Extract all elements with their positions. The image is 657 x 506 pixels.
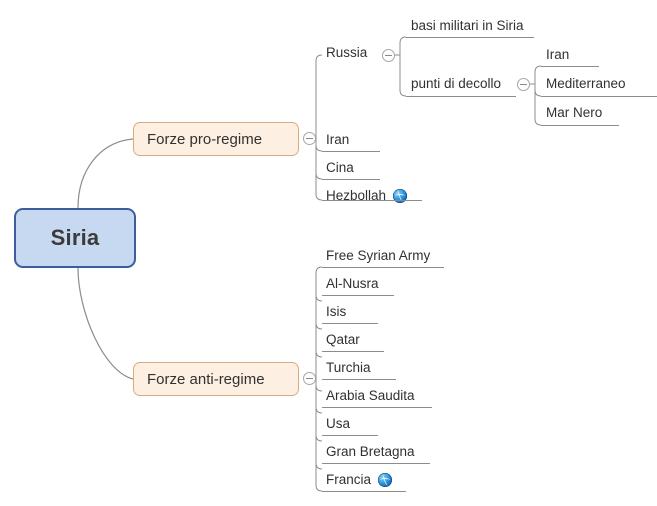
topic-underline [541,125,619,126]
topic-free-syrian-army[interactable]: Free Syrian Army [326,248,430,267]
topic-label: basi militari in Siria [411,18,524,33]
globe-icon[interactable] [393,188,408,203]
topic-label: Free Syrian Army [326,248,431,263]
topic-underline [322,323,378,324]
collapse-minus-icon-anti-regime[interactable] [303,372,316,385]
topic-hezbollah[interactable]: Hezbollah [326,188,408,207]
topic-russia[interactable]: Russia [326,45,367,64]
topic-underline [322,295,394,296]
collapse-minus-icon-punti-di-decollo[interactable] [517,78,530,91]
topic-label: Cina [326,160,354,175]
topic-underline [322,267,444,268]
branch-node-forze-pro-regime[interactable]: Forze pro-regime [133,122,299,156]
topic-label: Iran [326,132,350,147]
topic-cina[interactable]: Cina [326,160,354,179]
branch-node-forze-anti-regime[interactable]: Forze anti-regime [133,362,299,396]
topic-punti-di-decollo[interactable]: punti di decollo [411,76,501,95]
topic-label: Mediterraneo [546,76,626,91]
topic-label: Russia [326,45,368,60]
branch-node-label: Forze anti-regime [147,370,265,388]
topic-underline [322,179,380,180]
collapse-minus-icon-pro-regime[interactable] [303,132,316,145]
topic-label: Arabia Saudita [326,388,415,403]
topic-label: Gran Bretagna [326,444,415,459]
topic-label: Al-Nusra [326,276,379,291]
topic-underline [322,407,432,408]
collapse-minus-icon-russia[interactable] [382,49,395,62]
topic-underline [322,379,396,380]
topic-iran-decollo[interactable]: Iran [546,47,569,66]
topic-label: Hezbollah [326,188,387,203]
topic-label: Turchia [326,360,371,375]
topic-label: Usa [326,416,351,431]
topic-underline [322,151,380,152]
topic-isis[interactable]: Isis [326,304,346,323]
topic-usa[interactable]: Usa [326,416,350,435]
topic-underline [322,435,378,436]
topic-mediterraneo[interactable]: Mediterraneo [546,76,626,95]
topic-al-nusra[interactable]: Al-Nusra [326,276,379,295]
root-node-siria[interactable]: Siria [14,208,136,268]
topic-label: Qatar [326,332,360,347]
topic-label: punti di decollo [411,76,502,91]
branch-node-label: Forze pro-regime [147,130,263,148]
topic-francia[interactable]: Francia [326,472,393,491]
topic-underline [406,37,534,38]
topic-label: Mar Nero [546,105,603,120]
topic-gran-bretagna[interactable]: Gran Bretagna [326,444,415,463]
topic-mar-nero[interactable]: Mar Nero [546,105,602,124]
topic-turchia[interactable]: Turchia [326,360,371,379]
topic-iran-pro[interactable]: Iran [326,132,349,151]
topic-underline [541,96,657,97]
topic-underline [322,200,422,201]
topic-underline [322,463,430,464]
topic-label: Francia [326,472,372,487]
root-node-label: Siria [50,225,100,250]
topic-underline [406,96,516,97]
topic-underline [322,351,384,352]
topic-arabia-saudita[interactable]: Arabia Saudita [326,388,415,407]
topic-label: Iran [546,47,570,62]
globe-icon[interactable] [378,472,393,487]
topic-underline [322,491,406,492]
topic-label: Isis [326,304,347,319]
topic-qatar[interactable]: Qatar [326,332,360,351]
topic-underline [541,66,599,67]
topic-basi-militari-in-siria[interactable]: basi militari in Siria [411,18,524,37]
